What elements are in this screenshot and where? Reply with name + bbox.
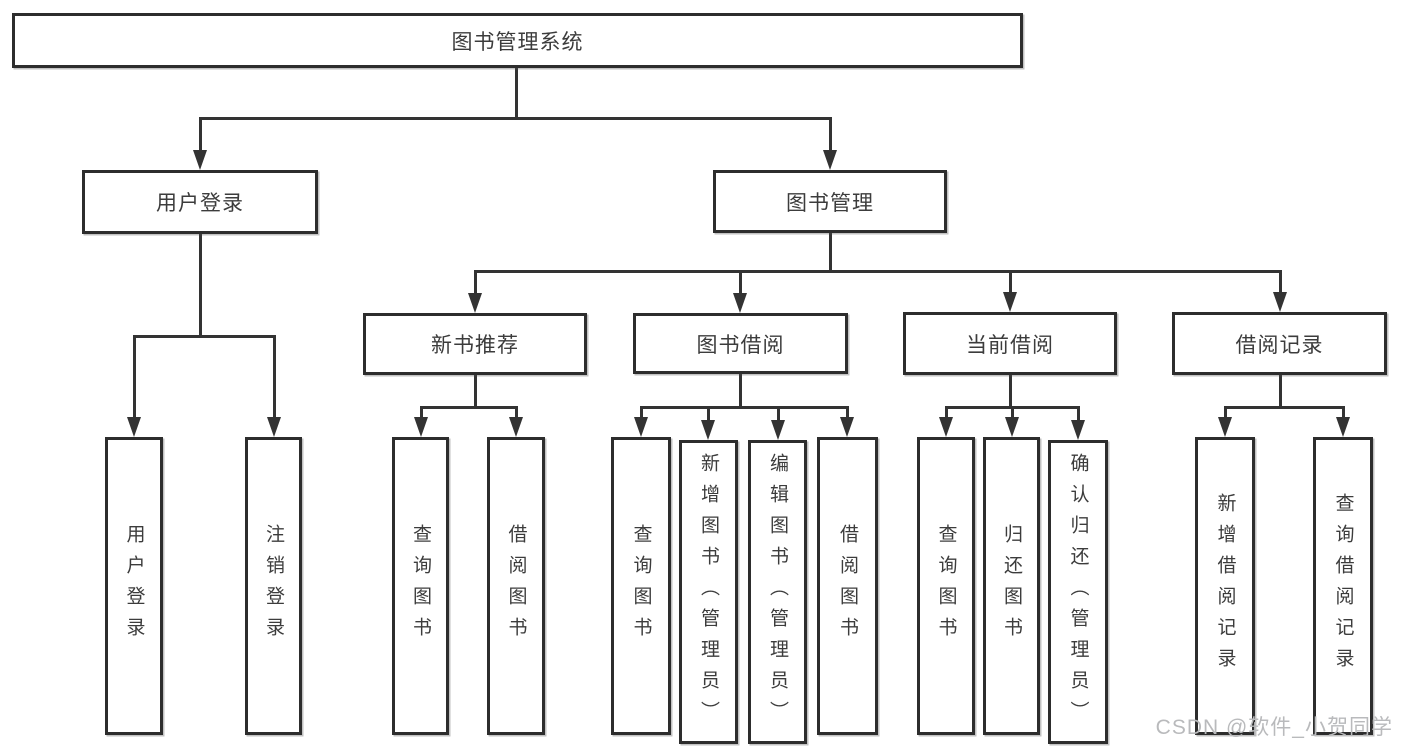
node-query-books-recommend: 查询图书 bbox=[392, 437, 449, 735]
node-label-library-system: 图书管理系统 bbox=[451, 30, 584, 54]
connector-trunk-3 bbox=[473, 375, 477, 407]
connector-bar-2 bbox=[473, 269, 1282, 273]
node-label-query-books-current: 查询图书 bbox=[935, 524, 957, 648]
connector-bar-4 bbox=[639, 405, 849, 409]
connector-drop-2-2 bbox=[1008, 271, 1012, 296]
connector-drop-2-3 bbox=[1278, 271, 1282, 296]
node-label-borrow-books-recommend: 借阅图书 bbox=[505, 524, 527, 648]
connector-drop-4-3 bbox=[845, 407, 849, 421]
arrowhead-down-icon bbox=[939, 417, 953, 437]
connector-drop-5-1 bbox=[1010, 407, 1014, 421]
arrowhead-down-icon bbox=[840, 417, 854, 437]
node-query-books-borrowing: 查询图书 bbox=[611, 437, 671, 735]
node-label-user-login: 用户登录 bbox=[123, 524, 145, 648]
node-library-system: 图书管理系统 bbox=[12, 13, 1023, 68]
arrowhead-down-icon bbox=[1003, 292, 1017, 312]
connector-trunk-0 bbox=[514, 68, 518, 118]
connector-bar-3 bbox=[419, 405, 518, 409]
node-label-query-books-recommend: 查询图书 bbox=[410, 524, 431, 648]
connector-drop-3-0 bbox=[419, 407, 423, 421]
connector-drop-2-1 bbox=[738, 271, 742, 297]
node-add-books-admin: 新增图书（管理员） bbox=[679, 440, 738, 744]
node-borrowing-records: 借阅记录 bbox=[1172, 312, 1387, 375]
node-label-borrowing-records: 借阅记录 bbox=[1235, 333, 1324, 357]
connector-drop-5-0 bbox=[944, 407, 948, 421]
arrowhead-down-icon bbox=[1005, 417, 1019, 437]
arrowhead-down-icon bbox=[771, 420, 785, 440]
arrowhead-down-icon bbox=[193, 150, 207, 170]
node-label-return-books: 归还图书 bbox=[1001, 524, 1022, 648]
arrowhead-down-icon bbox=[509, 417, 523, 437]
connector-drop-1-0 bbox=[132, 336, 136, 421]
node-label-query-borrow-record: 查询借阅记录 bbox=[1332, 493, 1354, 679]
connector-drop-0-1 bbox=[828, 118, 832, 154]
arrowhead-down-icon bbox=[267, 417, 281, 437]
arrowhead-down-icon bbox=[1273, 292, 1287, 312]
node-user-login: 用户登录 bbox=[105, 437, 163, 735]
node-edit-books-admin: 编辑图书（管理员） bbox=[748, 440, 807, 744]
node-confirm-return-admin: 确认归还（管理员） bbox=[1048, 440, 1108, 744]
connector-drop-0-0 bbox=[198, 118, 202, 154]
node-label-query-books-borrowing: 查询图书 bbox=[630, 524, 652, 648]
arrowhead-down-icon bbox=[823, 150, 837, 170]
connector-bar-6 bbox=[1223, 405, 1345, 409]
connector-trunk-2 bbox=[828, 233, 832, 271]
node-new-book-recommend: 新书推荐 bbox=[363, 313, 587, 375]
node-label-book-management: 图书管理 bbox=[786, 191, 874, 215]
arrowhead-down-icon bbox=[1218, 417, 1232, 437]
connector-drop-1-1 bbox=[272, 336, 276, 421]
connector-trunk-4 bbox=[738, 374, 742, 407]
arrowhead-down-icon bbox=[634, 417, 648, 437]
arrowhead-down-icon bbox=[1071, 420, 1085, 440]
node-label-book-borrowing: 图书借阅 bbox=[696, 333, 785, 357]
node-borrow-books: 借阅图书 bbox=[817, 437, 878, 735]
node-logout: 注销登录 bbox=[245, 437, 302, 735]
connector-trunk-6 bbox=[1278, 375, 1282, 407]
arrowhead-down-icon bbox=[701, 420, 715, 440]
connector-trunk-1 bbox=[198, 234, 202, 336]
connector-drop-4-2 bbox=[776, 407, 780, 424]
node-query-borrow-record: 查询借阅记录 bbox=[1313, 437, 1373, 735]
node-current-borrowing: 当前借阅 bbox=[903, 312, 1117, 375]
node-label-new-book-recommend: 新书推荐 bbox=[431, 334, 519, 357]
arrowhead-down-icon bbox=[468, 293, 482, 313]
connector-drop-4-0 bbox=[639, 407, 643, 421]
arrowhead-down-icon bbox=[414, 417, 428, 437]
connector-trunk-5 bbox=[1008, 375, 1012, 407]
connector-drop-3-1 bbox=[514, 407, 518, 421]
connector-bar-0 bbox=[198, 116, 832, 120]
node-label-edit-books-admin: 编辑图书（管理员） bbox=[767, 452, 788, 732]
arrowhead-down-icon bbox=[127, 417, 141, 437]
node-borrow-books-recommend: 借阅图书 bbox=[487, 437, 545, 735]
node-query-books-current: 查询图书 bbox=[917, 437, 975, 735]
connector-bar-1 bbox=[132, 334, 276, 338]
connector-drop-5-2 bbox=[1076, 407, 1080, 424]
node-label-add-books-admin: 新增图书（管理员） bbox=[698, 452, 719, 732]
arrowhead-down-icon bbox=[1336, 417, 1350, 437]
node-user-login-group: 用户登录 bbox=[82, 170, 318, 234]
node-label-current-borrowing: 当前借阅 bbox=[966, 333, 1054, 357]
watermark: CSDN @软件_小贺同学 bbox=[1155, 716, 1393, 739]
node-return-books: 归还图书 bbox=[983, 437, 1040, 735]
arrowhead-down-icon bbox=[733, 293, 747, 313]
node-label-confirm-return-admin: 确认归还（管理员） bbox=[1067, 452, 1089, 732]
node-label-add-borrow-record: 新增借阅记录 bbox=[1214, 493, 1236, 679]
node-book-management: 图书管理 bbox=[713, 170, 947, 233]
connector-drop-6-1 bbox=[1341, 407, 1345, 421]
node-label-logout: 注销登录 bbox=[263, 524, 284, 648]
connector-drop-4-1 bbox=[706, 407, 710, 424]
node-label-borrow-books: 借阅图书 bbox=[837, 524, 858, 648]
connector-drop-6-0 bbox=[1223, 407, 1227, 421]
node-label-user-login-group: 用户登录 bbox=[156, 192, 244, 215]
connector-drop-2-0 bbox=[473, 271, 477, 297]
node-add-borrow-record: 新增借阅记录 bbox=[1195, 437, 1255, 735]
node-book-borrowing: 图书借阅 bbox=[633, 313, 848, 374]
